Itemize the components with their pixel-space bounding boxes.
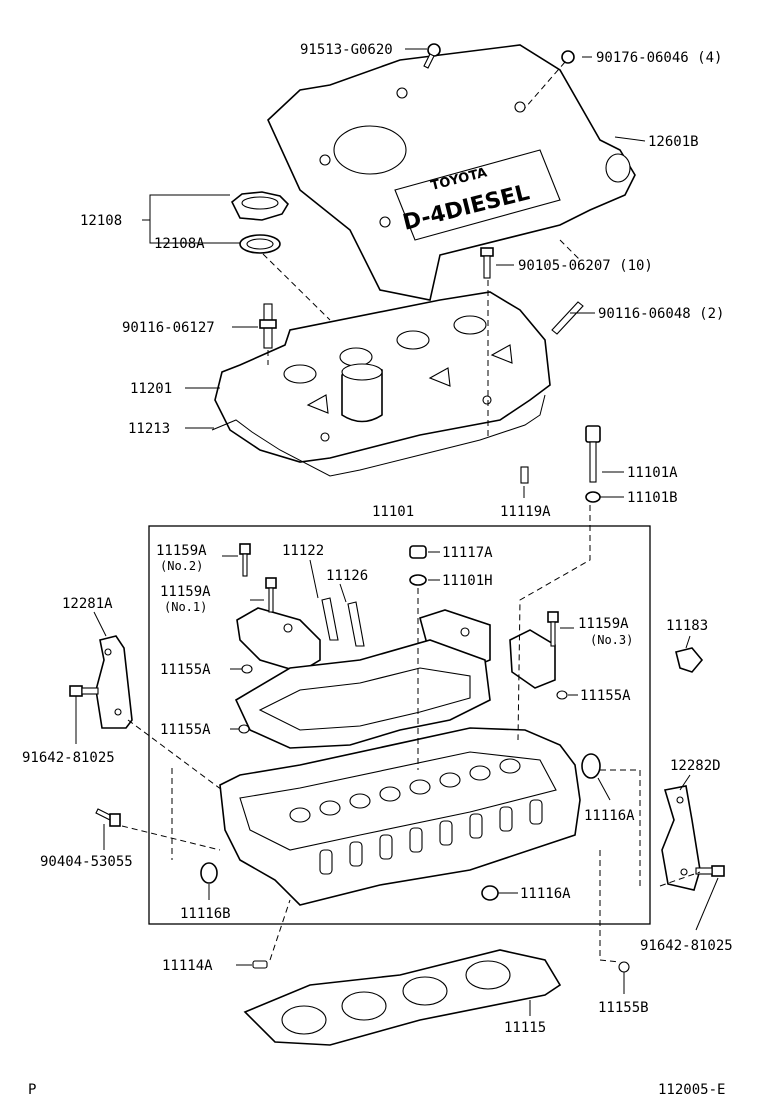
callout-11213: 11213 <box>128 421 170 437</box>
oil-filler-cap-12108 <box>230 191 290 221</box>
callout-11159a-no3: 11159A <box>578 616 629 632</box>
callout-11101: 11101 <box>372 504 414 520</box>
stud-90116-06048 <box>551 301 584 335</box>
callout-11201: 11201 <box>130 381 172 397</box>
callout-11159a-no3-sub: (No.3) <box>590 633 633 647</box>
sensor-11183 <box>675 647 704 673</box>
callout-91642-right: 91642-81025 <box>640 938 733 954</box>
washer-11101b <box>585 491 601 503</box>
bolt-11159a-no2 <box>239 543 251 577</box>
plug-11116b <box>200 862 218 884</box>
cylinder-head <box>219 727 581 906</box>
engine-cover-12601b: TOYOTA D-4DIESEL <box>267 44 636 301</box>
stud-90116-06127 <box>259 303 277 349</box>
callout-91642-left: 91642-81025 <box>22 750 115 766</box>
bracket-12282d <box>661 785 701 891</box>
callout-11101h: 11101H <box>442 573 493 589</box>
bracket-12281a <box>95 635 133 729</box>
callout-11159a-no2-sub: (No.2) <box>160 559 203 573</box>
head-cover-gasket-11213 <box>211 394 546 477</box>
bolt-91642-right <box>695 865 725 877</box>
callout-11155a-2: 11155A <box>580 688 631 704</box>
head-port-row <box>289 758 521 823</box>
callout-12282d: 12282D <box>670 758 721 774</box>
bolt-11159a-no3 <box>547 611 559 647</box>
pin-11155b <box>618 961 630 973</box>
callout-90176: 90176-06046 (4) <box>596 50 722 66</box>
callout-11159a-no1-sub: (No.1) <box>164 600 207 614</box>
bolt-90105 <box>480 247 494 279</box>
leader-lines <box>75 48 719 1016</box>
assembly-dashed-lines <box>121 61 701 963</box>
plug-11116a-upper <box>581 753 601 779</box>
head-bolt-11101a <box>585 425 601 483</box>
callout-11116b: 11116B <box>180 906 231 922</box>
bolt-91642-left <box>69 685 99 697</box>
callout-11155a-3: 11155A <box>160 722 211 738</box>
callout-11159a-no1: 11159A <box>160 584 211 600</box>
plug-11117a <box>409 545 427 586</box>
pin-11119a <box>520 466 529 484</box>
callout-11116a-1: 11116A <box>584 808 635 824</box>
head-side-ports <box>319 799 543 875</box>
callout-91513: 91513-G0620 <box>300 42 393 58</box>
bolt-91513 <box>423 43 441 69</box>
callout-11114a: 11114A <box>162 958 213 974</box>
callout-11101b: 11101B <box>627 490 678 506</box>
callout-90404: 90404-53055 <box>40 854 133 870</box>
callout-labels: 91513-G0620 90176-06046 (4) 12601B 12108… <box>22 42 733 1036</box>
cylinder-head-assy-box <box>148 525 651 925</box>
callout-11115: 11115 <box>504 1020 546 1036</box>
diagram-code: 112005-E <box>658 1082 725 1098</box>
footer-left-mark: P <box>28 1082 36 1098</box>
callout-12281a: 12281A <box>62 596 113 612</box>
callout-11119a: 11119A <box>500 504 551 520</box>
stud-90404 <box>95 808 121 827</box>
callout-11183: 11183 <box>666 618 708 634</box>
oil-filler-gasket-12108a <box>239 234 281 254</box>
bolt-11159a-no1 <box>265 577 277 613</box>
callout-12108: 12108 <box>80 213 122 229</box>
callout-11116a-2: 11116A <box>520 886 571 902</box>
cylinder-head-cover-11201 <box>214 291 551 463</box>
callout-90105: 90105-06207 (10) <box>518 258 653 274</box>
head-gasket-11115 <box>243 949 562 1046</box>
callout-90116-06127: 90116-06127 <box>122 320 215 336</box>
callout-11101a: 11101A <box>627 465 678 481</box>
callout-11159a-no2: 11159A <box>156 543 207 559</box>
callout-11126: 11126 <box>326 568 368 584</box>
plug-11116a-lower <box>481 885 499 901</box>
callout-11117a: 11117A <box>442 545 493 561</box>
callout-12108a: 12108A <box>154 236 205 252</box>
nut-90176 <box>561 50 575 64</box>
callout-12601b: 12601B <box>648 134 699 150</box>
tubes-11122-11126 <box>321 597 365 647</box>
callout-11155b: 11155B <box>598 1000 649 1016</box>
callout-90116-06048: 90116-06048 (2) <box>598 306 724 322</box>
washers-11155a <box>238 664 568 734</box>
callout-11155a-1: 11155A <box>160 662 211 678</box>
pin-11114a <box>252 960 268 969</box>
callout-11122: 11122 <box>282 543 324 559</box>
